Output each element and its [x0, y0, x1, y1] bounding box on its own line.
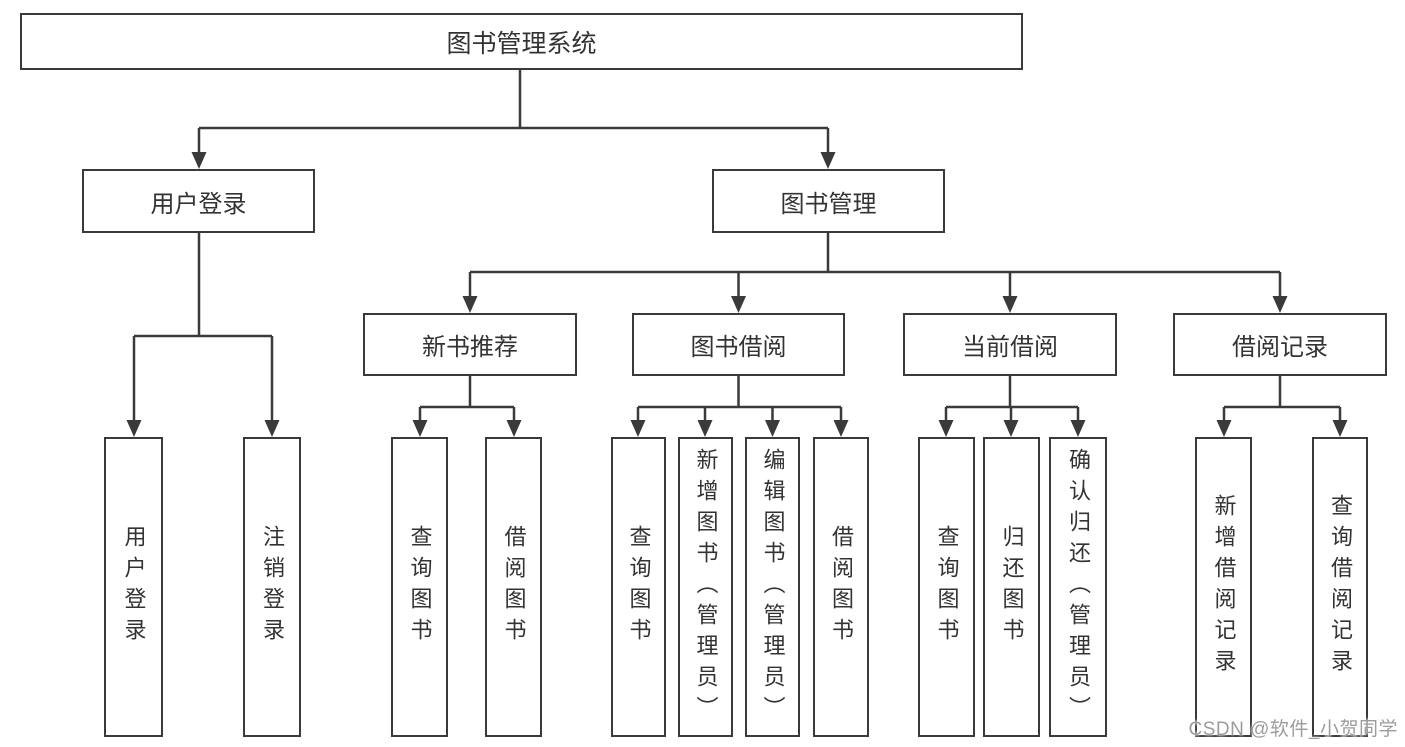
node-book-borrowing: 图书借阅 — [632, 313, 845, 376]
leaf-newbooks-query-books-label: 查询图书 — [407, 525, 433, 649]
node-current-borrowing: 当前借阅 — [903, 313, 1117, 376]
leaf-logout: 注销登录 — [243, 437, 301, 737]
csdn-watermark: CSDN @软件_小贺同学 — [1188, 719, 1398, 740]
node-book-management: 图书管理 — [712, 169, 945, 233]
leaf-records-add-borrow-record-label: 新增借阅记录 — [1211, 494, 1237, 680]
leaf-current-confirm-return-admin-label: 确认归还（管理员） — [1066, 447, 1091, 727]
leaf-current-confirm-return-admin: 确认归还（管理员） — [1049, 437, 1107, 737]
leaf-borrowing-borrow-books-label: 借阅图书 — [829, 525, 854, 649]
leaf-current-return-books-label: 归还图书 — [999, 525, 1025, 649]
leaf-newbooks-borrow-books: 借阅图书 — [485, 437, 542, 737]
leaf-records-query-borrow-record-label: 查询借阅记录 — [1328, 494, 1353, 680]
leaf-user-login-label: 用户登录 — [121, 525, 147, 649]
leaf-borrowing-edit-books-admin: 编辑图书（管理员） — [745, 437, 800, 737]
node-user-login: 用户登录 — [82, 169, 315, 233]
leaf-newbooks-borrow-books-label: 借阅图书 — [501, 525, 527, 649]
leaf-newbooks-query-books: 查询图书 — [391, 437, 448, 737]
leaf-records-query-borrow-record: 查询借阅记录 — [1312, 437, 1368, 737]
leaf-user-login: 用户登录 — [104, 437, 163, 737]
node-library-management-system: 图书管理系统 — [20, 13, 1023, 70]
leaf-borrowing-add-books-admin-label: 新增图书（管理员） — [693, 447, 719, 727]
leaf-current-query-books: 查询图书 — [918, 437, 975, 737]
arrowheads — [126, 152, 1348, 437]
node-borrowing-records: 借阅记录 — [1173, 313, 1387, 376]
leaf-current-return-books: 归还图书 — [983, 437, 1040, 737]
leaf-borrowing-borrow-books: 借阅图书 — [813, 437, 869, 737]
leaf-records-add-borrow-record: 新增借阅记录 — [1195, 437, 1252, 737]
node-new-book-recommendation: 新书推荐 — [363, 313, 577, 376]
leaf-borrowing-query-books-label: 查询图书 — [626, 525, 652, 649]
leaf-current-query-books-label: 查询图书 — [934, 525, 960, 649]
leaf-logout-label: 注销登录 — [260, 525, 285, 649]
leaf-borrowing-add-books-admin: 新增图书（管理员） — [678, 437, 733, 737]
leaf-borrowing-edit-books-admin-label: 编辑图书（管理员） — [760, 447, 786, 727]
leaf-borrowing-query-books: 查询图书 — [611, 437, 666, 737]
